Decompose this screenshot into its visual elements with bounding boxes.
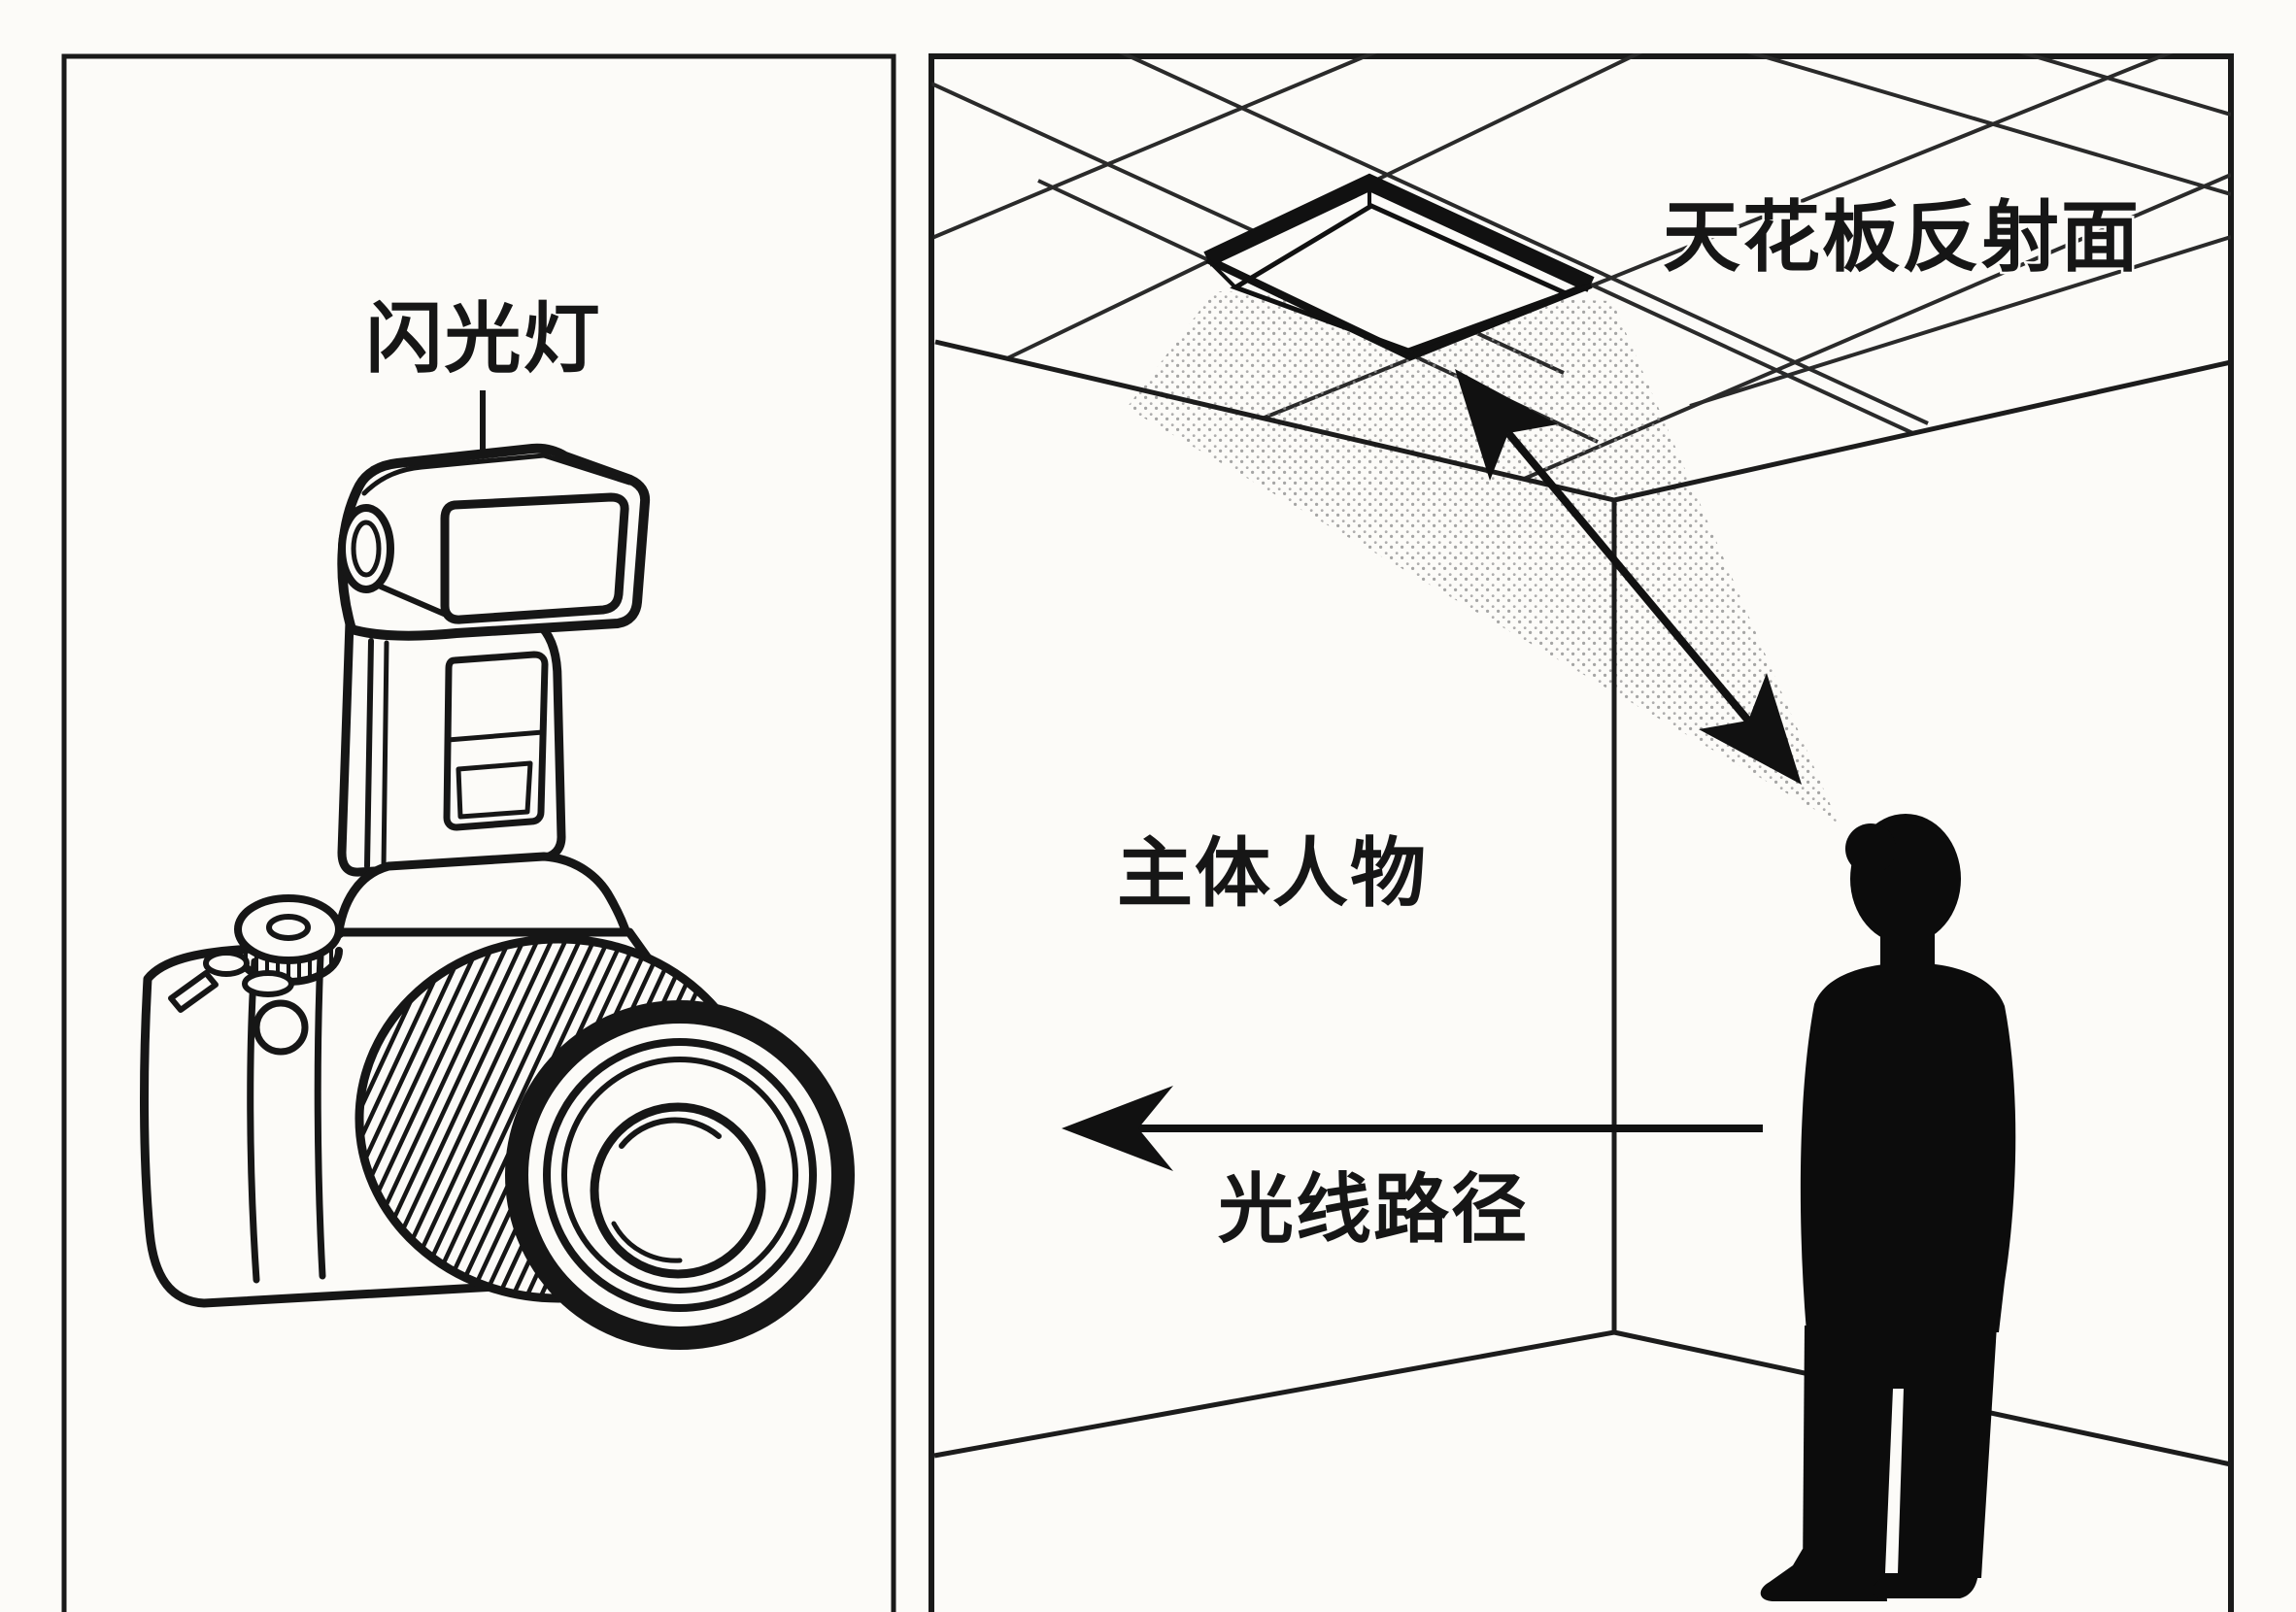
flash-side-lamp bbox=[338, 504, 394, 593]
flash-window bbox=[440, 492, 629, 624]
top-button bbox=[203, 950, 250, 977]
bounce-light-cone bbox=[1127, 291, 1839, 823]
top-display bbox=[168, 970, 219, 1013]
subject-label: 主体人物 bbox=[1117, 830, 1428, 916]
grip-line bbox=[247, 957, 260, 1284]
top-button bbox=[242, 970, 294, 997]
front-foot bbox=[1760, 1549, 1887, 1601]
right-panel: 天花板反射面 主体人物 光线路径 bbox=[929, 53, 2234, 1612]
light-path-label: 光线路径 bbox=[1218, 1166, 1529, 1252]
flash-label: 闪光灯 bbox=[366, 295, 602, 382]
ceiling-tile bbox=[1203, 173, 1595, 361]
ceiling-label: 天花板反射面 bbox=[1663, 194, 2141, 281]
grip-line bbox=[314, 952, 326, 1280]
back-foot bbox=[1873, 1549, 1979, 1598]
person-silhouette bbox=[1760, 814, 2016, 1601]
pentaprism-hump bbox=[333, 852, 632, 943]
floor-wall-edge-left bbox=[933, 1329, 1615, 1459]
ceiling-wall-edge-right bbox=[1613, 359, 2232, 503]
light-path-arrow bbox=[1062, 1086, 1763, 1171]
flash-head bbox=[337, 443, 651, 641]
left-panel: 闪光灯 bbox=[61, 53, 896, 1612]
camera-lens bbox=[355, 934, 855, 1350]
leg-gap bbox=[1885, 1389, 1904, 1573]
ceiling-wall-edge-left bbox=[934, 339, 1615, 503]
lens-glass bbox=[590, 1102, 766, 1279]
shutter-button bbox=[253, 999, 309, 1056]
bounce-arrow bbox=[1455, 369, 1802, 785]
mode-dial bbox=[234, 894, 343, 986]
camera-flash-illustration bbox=[140, 443, 855, 1350]
